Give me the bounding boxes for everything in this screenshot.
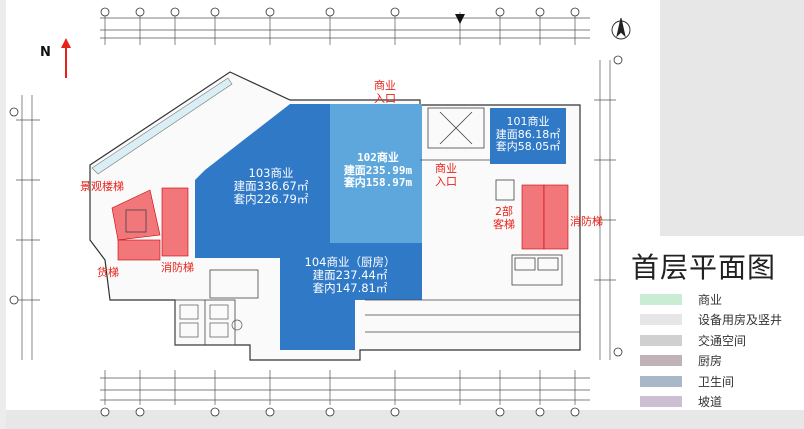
unit-104-area xyxy=(258,243,422,350)
unit-103-area xyxy=(195,104,330,258)
bottom-grid-bubbles xyxy=(100,407,580,417)
unit-102-label: 102商业 建面235.99m 套内158.97m xyxy=(330,151,426,190)
legend-item: 坡道 xyxy=(640,395,722,409)
entrance-mid-line2: 入口 xyxy=(435,174,457,188)
legend-item: 卫生间 xyxy=(640,374,735,389)
unit-104-name: 104商业（厨房） xyxy=(304,255,396,269)
legend-label: 卫生间 xyxy=(698,374,735,389)
unit-102-gross: 建面235.99m xyxy=(343,163,413,177)
legend-item: 商业 xyxy=(640,292,723,307)
fire-stair-right-label: 消防梯 xyxy=(570,215,603,228)
unit-104-label: 104商业（厨房） 建面237.44㎡ 套内147.81㎡ xyxy=(298,255,402,296)
legend-swatch xyxy=(640,293,682,305)
fire-stair-left-label: 消防梯 xyxy=(161,261,194,274)
legend-label: 坡道 xyxy=(698,395,723,409)
side-dimension-lines xyxy=(16,60,616,360)
stair2-line1: 2部 xyxy=(495,205,513,218)
entrance-top-line2: 入口 xyxy=(374,91,396,105)
unit-103-gross: 建面336.67㎡ xyxy=(233,179,309,194)
section-marker-top xyxy=(455,14,465,24)
unit-101-area xyxy=(490,108,566,164)
top-grid-bubbles xyxy=(100,7,580,17)
unit-104-net: 套内147.81㎡ xyxy=(312,281,388,296)
north-arrow-red xyxy=(61,38,71,78)
legend-swatch xyxy=(640,334,682,346)
legend-label: 设备用房及竖井 xyxy=(698,313,783,327)
unit-103-net: 套内226.79㎡ xyxy=(233,192,309,207)
unit-101-net: 套内58.05㎡ xyxy=(495,140,561,154)
entrance-mid-line1: 商业 xyxy=(435,162,457,175)
legend-swatch xyxy=(640,314,682,325)
right-gray-panel xyxy=(660,0,804,236)
left-gray-strip xyxy=(0,0,6,429)
legend-item: 厨房 xyxy=(640,354,722,368)
unit-101-gross: 建面86.18㎡ xyxy=(495,127,561,141)
freight-lift-label: 货梯 xyxy=(97,266,119,279)
north-arrow-symbol xyxy=(611,17,631,40)
scenic-stair-area xyxy=(111,189,161,241)
fire-stair-right-area xyxy=(543,184,569,250)
interior-walls xyxy=(125,107,580,346)
legend-label: 厨房 xyxy=(698,354,723,368)
freight-lift-area xyxy=(117,239,161,261)
stair2-label: 2部 客梯 xyxy=(490,205,518,231)
fire-stair-left-area xyxy=(161,187,189,257)
stair2-area xyxy=(521,184,545,250)
unit-104-gross: 建面237.44㎡ xyxy=(312,268,388,283)
legend-label: 交通空间 xyxy=(698,333,747,348)
legend-swatch xyxy=(640,355,682,366)
unit-101-label: 101商业 建面86.18㎡ 套内58.05㎡ xyxy=(495,115,561,154)
toilet-fixtures xyxy=(179,304,243,338)
glazing-strip xyxy=(91,77,233,175)
entrance-mid-label: 商业 入口 xyxy=(431,162,461,188)
legend-item: 交通空间 xyxy=(640,333,747,348)
unit-102-name: 102商业 xyxy=(357,151,399,164)
legend-swatch xyxy=(640,396,682,407)
unit-102-area xyxy=(330,104,422,243)
top-dimension-lines xyxy=(100,12,590,45)
side-grid-bubbles xyxy=(9,55,623,357)
north-label: N xyxy=(40,45,51,60)
legend-label: 商业 xyxy=(698,292,723,307)
unit-103-name: 103商业 xyxy=(248,166,294,180)
unit-102-net: 套内158.97m xyxy=(343,176,413,190)
stair2-line2: 客梯 xyxy=(493,217,515,231)
unit-103-label: 103商业 建面336.67㎡ 套内226.79㎡ xyxy=(218,166,324,207)
legend-swatch xyxy=(640,375,682,387)
legend-item: 设备用房及竖井 xyxy=(640,313,782,327)
scenic-stair-label: 景观楼梯 xyxy=(80,180,124,193)
unit-101-name: 101商业 xyxy=(506,115,550,128)
entrance-top-line1: 商业 xyxy=(374,79,396,92)
bottom-gray-strip xyxy=(0,410,804,429)
legend-title: 首层平面图 xyxy=(631,251,777,284)
bottom-dimension-lines xyxy=(100,370,590,405)
entrance-top-label: 商业 入口 xyxy=(370,79,400,105)
